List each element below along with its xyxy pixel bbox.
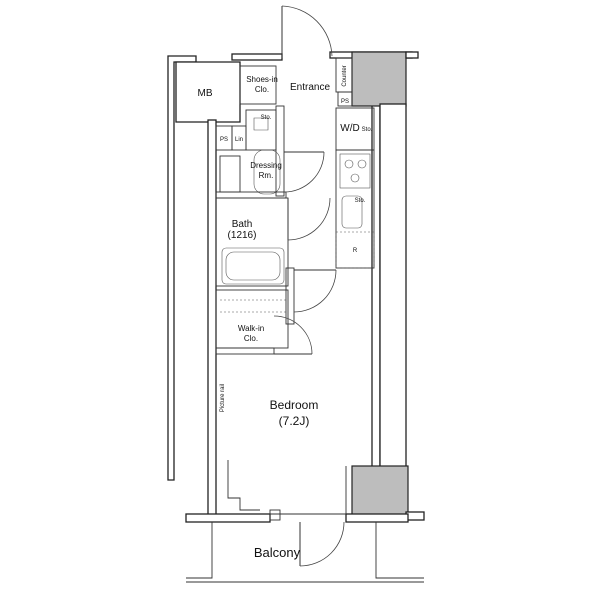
- entrance-door: [281, 5, 333, 58]
- label-mb: MB: [198, 88, 213, 99]
- label-shoes-in-line2: Clo.: [255, 85, 269, 94]
- label-dressing-line2: Rm.: [259, 171, 274, 180]
- label-picture-rail: Picture rail: [220, 384, 226, 412]
- label-walkin-line2: Clo.: [244, 334, 258, 343]
- room-labels: MB Shoes-in Clo. Entrance Counter PS W/D…: [198, 65, 373, 560]
- label-shoes-in-line1: Shoes-in: [246, 75, 278, 84]
- label-ps-top: PS: [341, 99, 349, 105]
- label-small-storage: Sto.: [261, 115, 272, 121]
- label-walkin-line1: Walk-in: [238, 324, 264, 333]
- label-counter: Counter: [342, 65, 348, 86]
- label-linen: Lin: [235, 137, 243, 143]
- label-balcony: Balcony: [254, 545, 301, 560]
- label-bedroom-line1: Bedroom: [270, 398, 319, 412]
- label-bath-line2: (1216): [228, 230, 257, 241]
- interior-walls: [215, 57, 375, 514]
- label-entrance: Entrance: [290, 82, 330, 93]
- interior-doors: [269, 151, 346, 567]
- label-ps-left: PS: [220, 137, 228, 143]
- label-wd-storage: Sto.: [362, 127, 373, 133]
- label-bath-line1: Bath: [232, 219, 253, 230]
- label-kitchen-storage: Sto.: [355, 198, 366, 204]
- label-bedroom-line2: (7.2J): [279, 414, 310, 428]
- label-refrigerator: R: [353, 248, 358, 254]
- label-wd: W/D: [340, 123, 359, 134]
- label-dressing-line1: Dressing: [250, 161, 282, 170]
- structure-walls: [167, 51, 425, 583]
